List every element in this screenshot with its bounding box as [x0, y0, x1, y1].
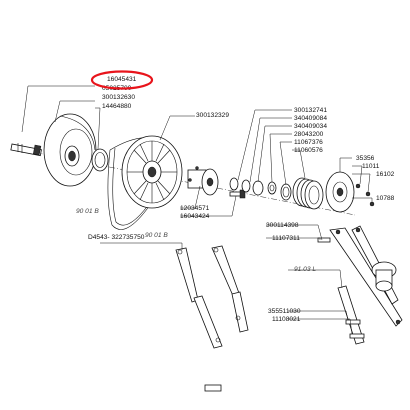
- label-16043424: 16043424: [180, 213, 210, 220]
- label-300114398: 300114398: [266, 222, 299, 229]
- ref-9001-lower: 90 01 B: [145, 232, 168, 239]
- ring-seal: [91, 148, 109, 172]
- hub: [187, 166, 219, 196]
- label-340409084: 340409084: [294, 115, 327, 122]
- washer-set: [229, 177, 292, 201]
- label-11011: 11011: [362, 163, 380, 170]
- label-28043200: 28043200: [294, 131, 324, 138]
- tensioner-arms: [175, 245, 249, 392]
- label-16045431: 16045431: [107, 76, 137, 83]
- leader-lines: [21, 85, 373, 335]
- label-340409034: 340409034: [294, 123, 327, 130]
- label-10788: 10788: [376, 195, 395, 202]
- right-pulley-half: [325, 171, 375, 213]
- label-11107311: 11107311: [272, 235, 300, 242]
- label-11060576: 11060576: [294, 147, 323, 154]
- label-355511030: 355511030: [268, 308, 301, 315]
- spoked-pulley: [121, 135, 183, 209]
- label-11067376: 11067376: [294, 139, 323, 146]
- label-300132741: 300132741: [294, 107, 327, 114]
- label-16102: 16102: [376, 171, 395, 178]
- label-11108021: 11108021: [272, 316, 301, 323]
- label-35356: 35356: [356, 155, 375, 162]
- shaft-bolt: [10, 143, 42, 157]
- label-d4543: D4543- 322735750: [88, 234, 145, 241]
- coil-spring: [292, 177, 324, 210]
- highlight-ellipse: [90, 70, 154, 90]
- label-12034571: 12034571: [180, 205, 210, 212]
- label-14464880: 14464880: [102, 103, 132, 110]
- ref-9001-upper: 90 01 B: [76, 208, 99, 215]
- label-300132630: 300132630: [102, 94, 135, 101]
- linkage-frame: [317, 225, 403, 345]
- label-300132329: 300132329: [196, 112, 229, 119]
- ref-9103: 91.03 L: [294, 266, 316, 273]
- pulley-disc: [43, 113, 97, 187]
